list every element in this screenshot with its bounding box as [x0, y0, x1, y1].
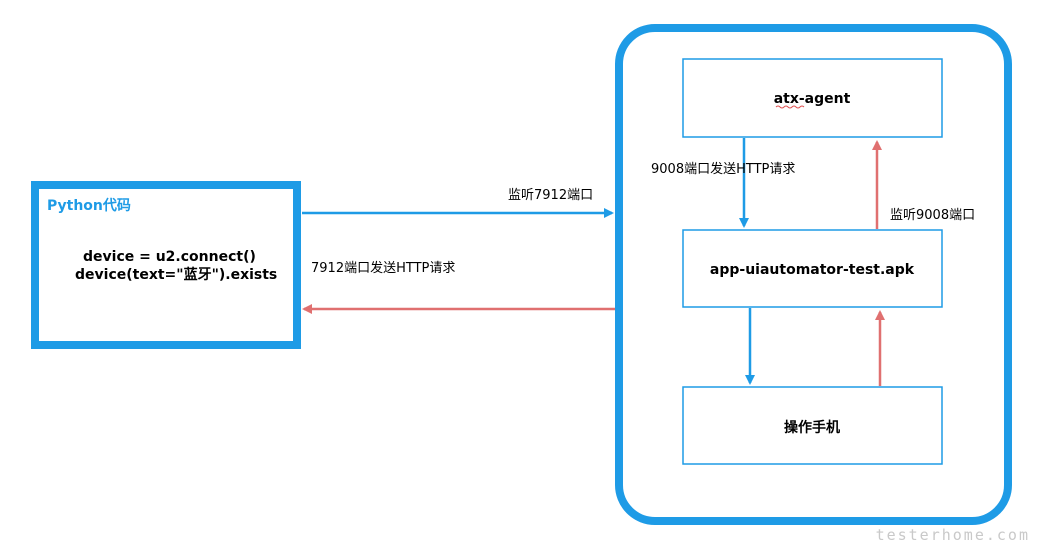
spellcheck-underline — [775, 105, 805, 109]
code-line-exists: device(text="蓝牙").exists — [75, 266, 277, 283]
label-request-9008: 9008端口发送HTTP请求 — [651, 161, 795, 177]
apk-box: app-uiautomator-test.apk — [682, 229, 943, 308]
python-box-title: Python代码 — [47, 197, 131, 214]
atx-agent-label: atx-agent — [774, 91, 851, 107]
label-listen-7912: 监听7912端口 — [508, 188, 593, 203]
label-request-7912: 7912端口发送HTTP请求 — [311, 260, 455, 276]
phone-box: 操作手机 — [682, 386, 943, 465]
phone-label: 操作手机 — [784, 419, 840, 436]
python-code-box: Python代码 device = u2.connect() device(te… — [31, 181, 301, 349]
code-line-connect: device = u2.connect() — [83, 249, 256, 265]
label-listen-9008: 监听9008端口 — [890, 208, 975, 223]
atx-agent-box: atx-agent — [682, 58, 943, 138]
apk-label: app-uiautomator-test.apk — [710, 262, 915, 278]
watermark-text: testerhome.com — [876, 526, 1030, 544]
